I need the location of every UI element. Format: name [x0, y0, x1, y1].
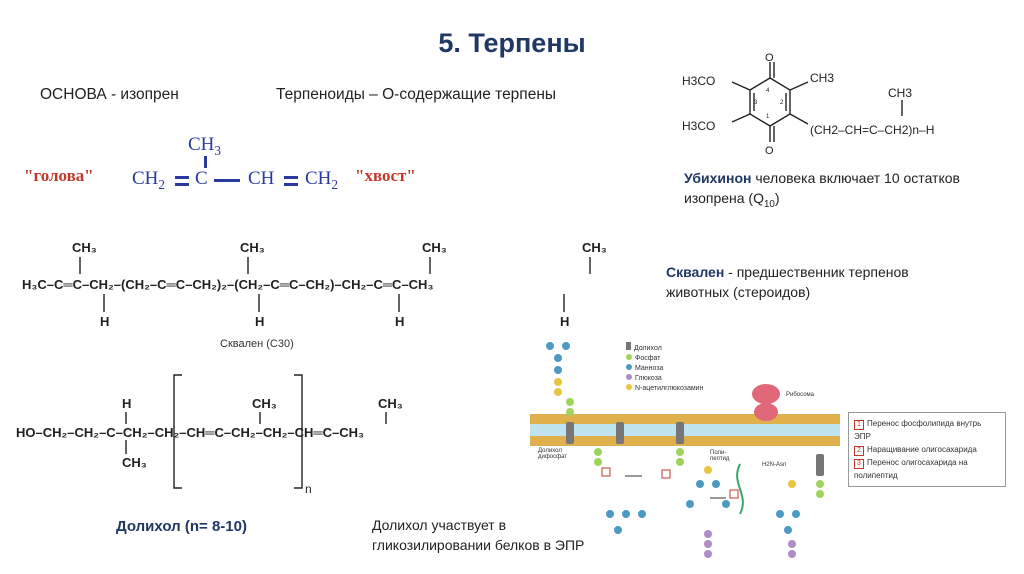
tail-label: "хвост" [355, 166, 416, 185]
svg-text:CH₃: CH₃ [122, 455, 147, 470]
double-bond-1b [175, 183, 189, 186]
svg-text:O: O [765, 145, 774, 157]
single-bond [214, 179, 240, 182]
dolichol-label: Долихол (n= 8-10) [116, 518, 247, 535]
scheme-ribosome: Рибосома [786, 392, 814, 398]
svg-text:1: 1 [766, 114, 770, 120]
isoprene-c: C [195, 168, 208, 189]
squalene-caption: Сквален (C30) [220, 338, 294, 350]
svg-text:HO–CH₂–CH₂–C–CH₂–CH₂–CH═C–CH₂–: HO–CH₂–CH₂–C–CH₂–CH₂–CH═C–CH₂–CH₂–CH═C–C… [16, 425, 364, 440]
svg-text:H: H [122, 396, 131, 411]
dolichol-structure: H CH₃ CH₃ HO–CH₂–CH₂–C–CH₂–CH₂–CH═C–CH₂–… [16, 374, 403, 496]
osnova-text: ОСНОВА - изопрен [40, 86, 179, 103]
svg-text:2: 2 [780, 100, 784, 106]
svg-text:H: H [560, 314, 569, 329]
isoprene-ch2-left: CH2 [132, 168, 166, 192]
isoprene-bond-v [204, 156, 207, 168]
svg-text:CH₃: CH₃ [582, 240, 607, 255]
isoprene-ch: CH [248, 168, 275, 189]
svg-text:4: 4 [766, 88, 770, 94]
ubi-ch3-chain: CH3 [888, 86, 912, 100]
isoprene-structure: "голова" CH3 CH2 C CH CH2 "хвост" [20, 132, 440, 202]
glycosylation-scheme: Долихол дифосфат Поли- пептид H2N-Asn Ри… [530, 334, 850, 570]
scheme-asn: H2N-Asn [762, 462, 787, 468]
ubi-h3co-top: H3CO [682, 74, 715, 88]
svg-text:H₃C–C═C–CH₂–(CH₂–C═C–CH₂)₂–(CH: H₃C–C═C–CH₂–(CH₂–C═C–CH₂)₂–(CH₂–C═C–CH₂)… [22, 277, 433, 292]
svg-text:CH₃: CH₃ [378, 396, 403, 411]
svg-text:CH₃: CH₃ [422, 240, 447, 255]
double-bond-2a [284, 176, 298, 179]
dolichol-n: n [305, 482, 312, 496]
scheme-polypeptide: Поли- пептид [710, 450, 730, 462]
squalene-desc: Сквален - предшественник терпенов животн… [666, 264, 909, 300]
svg-text:CH₃: CH₃ [72, 240, 97, 255]
svg-text:H: H [100, 314, 109, 329]
ubi-chain: (CH2–CH=C–CH2)n–H [810, 123, 934, 137]
svg-text:3: 3 [754, 100, 758, 106]
isoprene-ch2-right: CH2 [305, 168, 339, 192]
head-label: "голова" [24, 166, 94, 185]
svg-text:H: H [395, 314, 404, 329]
ubiquinone-structure: O O H3CO H3CO CH3 CH3 (CH2–CH=C–CH2)n–H … [682, 52, 934, 157]
double-bond-1a [175, 176, 189, 179]
scheme-dolichol-diphosphate: Долихол дифосфат [538, 448, 568, 460]
svg-text:CH₃: CH₃ [252, 396, 277, 411]
ubi-h3co-bottom: H3CO [682, 119, 715, 133]
ubi-ch3-right: CH3 [810, 71, 834, 85]
svg-text:H: H [255, 314, 264, 329]
double-bond-2b [284, 183, 298, 186]
scheme-legend: Долихол Фосфат Манноза Глюкоза N-ацетилг… [626, 342, 746, 394]
svg-text:CH₃: CH₃ [240, 240, 265, 255]
terpenoids-text: Терпеноиды – О-содержащие терпены [276, 86, 557, 103]
squalene-structure: CH₃ CH₃ CH₃ CH₃ H₃C–C═C–CH₂–(CH₂–C═C–CH₂… [22, 240, 607, 350]
ubiquinone-desc: Убихинон человека включает 10 остатков и… [684, 170, 960, 210]
slide-title: 5. Терпены [438, 28, 586, 58]
isoprene-ch3: CH3 [188, 134, 222, 158]
svg-text:O: O [765, 52, 774, 64]
